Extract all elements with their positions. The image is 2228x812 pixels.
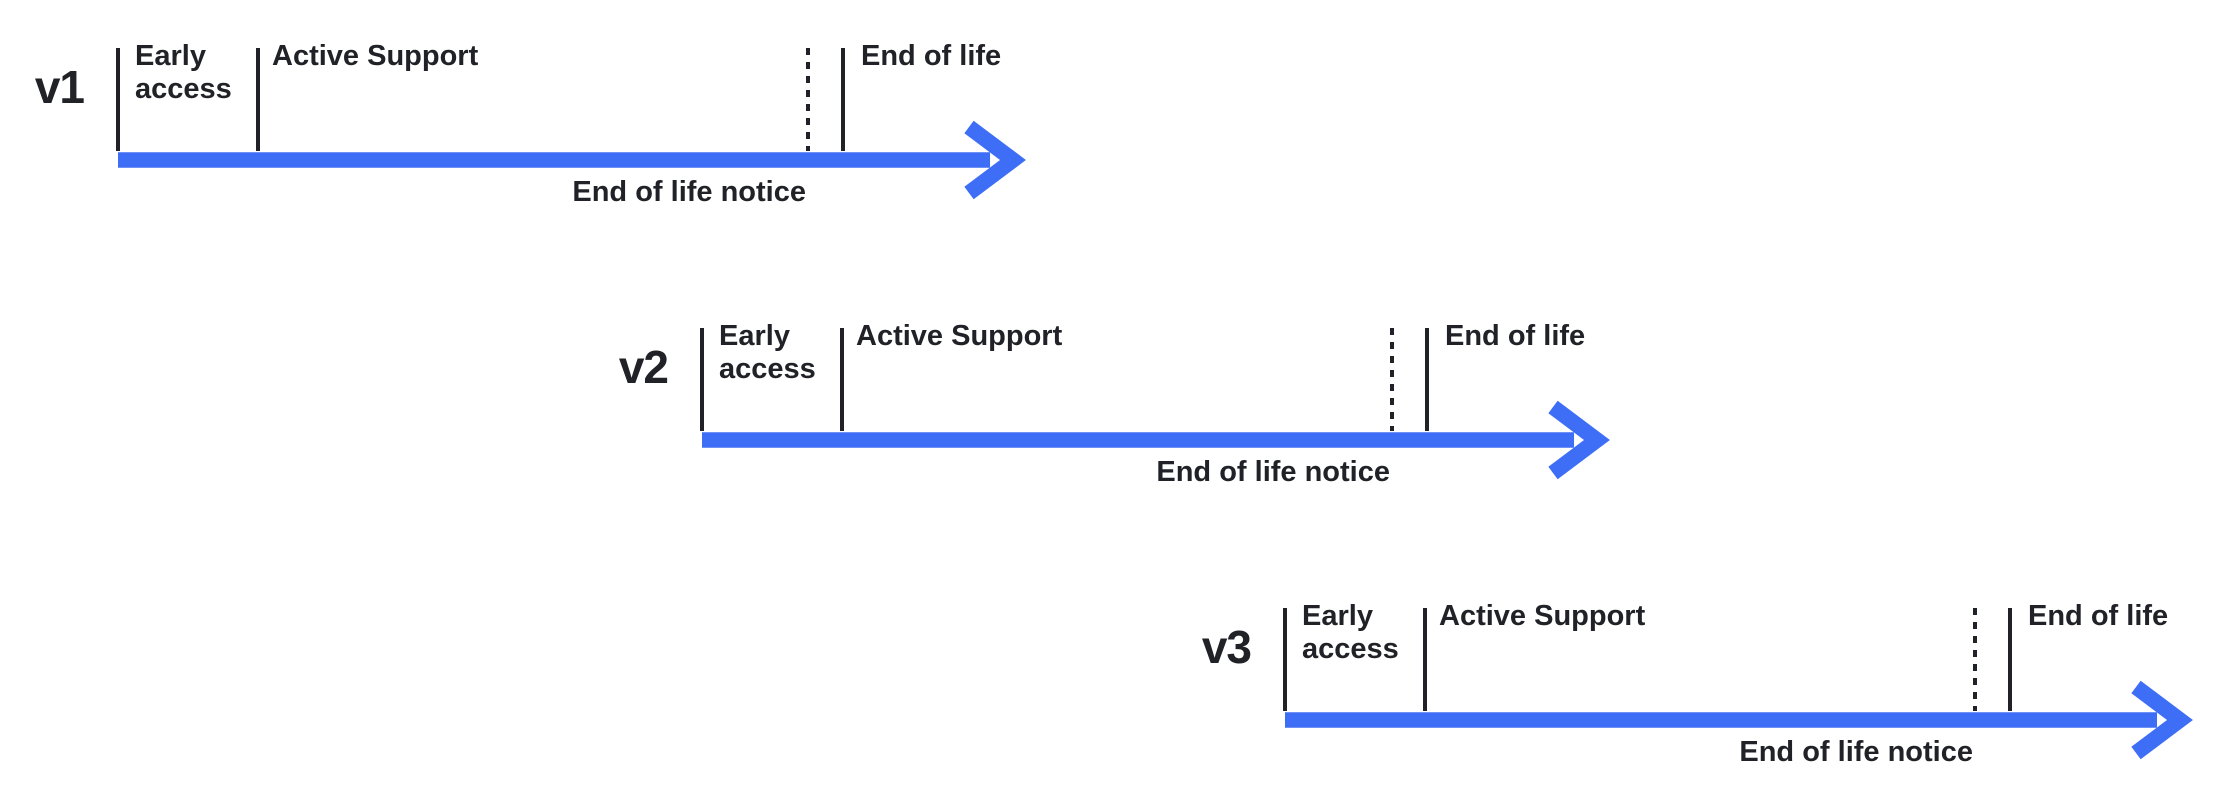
timeline-v1: v1 Early access Active Support End of li… (0, 0, 1040, 235)
end-of-life-label: End of life (1445, 320, 1586, 352)
end-of-life-label: End of life (2028, 600, 2169, 632)
eol-notice-dashed-tick (806, 48, 810, 151)
active-support-start-tick (840, 328, 844, 431)
version-label: v2 (618, 341, 669, 393)
end-of-life-notice-label: End of life notice (1739, 736, 1973, 768)
active-support-label: Active Support (272, 40, 479, 72)
arrow-head-icon (2131, 680, 2193, 760)
active-support-start-tick (1423, 608, 1427, 711)
timeline-v2: v2 Early access Active Support End of li… (584, 280, 1624, 515)
active-support-label: Active Support (1439, 600, 1646, 632)
timeline-arrow (702, 400, 1610, 480)
end-of-life-tick (841, 48, 845, 151)
timeline-arrow (118, 120, 1026, 200)
arrow-head-icon (1548, 400, 1610, 480)
eol-notice-dashed-tick (1390, 328, 1394, 431)
eol-notice-dashed-tick (1973, 608, 1977, 711)
early-access-start-tick (1283, 608, 1287, 711)
early-access-label: Early access (1302, 600, 1399, 665)
end-of-life-notice-label: End of life notice (572, 176, 806, 208)
early-access-start-tick (116, 48, 120, 151)
active-support-label: Active Support (856, 320, 1063, 352)
version-label: v1 (34, 61, 85, 113)
arrow-head-icon (964, 120, 1026, 200)
timeline-arrow (1285, 680, 2193, 760)
end-of-life-tick (1425, 328, 1429, 431)
early-access-start-tick (700, 328, 704, 431)
version-label: v3 (1201, 621, 1252, 673)
early-access-label: Early access (719, 320, 816, 385)
early-access-label: Early access (135, 40, 232, 105)
active-support-start-tick (256, 48, 260, 151)
timeline-v3: v3 Early access Active Support End of li… (1167, 560, 2207, 795)
end-of-life-label: End of life (861, 40, 1002, 72)
end-of-life-tick (2008, 608, 2012, 711)
end-of-life-notice-label: End of life notice (1156, 456, 1390, 488)
